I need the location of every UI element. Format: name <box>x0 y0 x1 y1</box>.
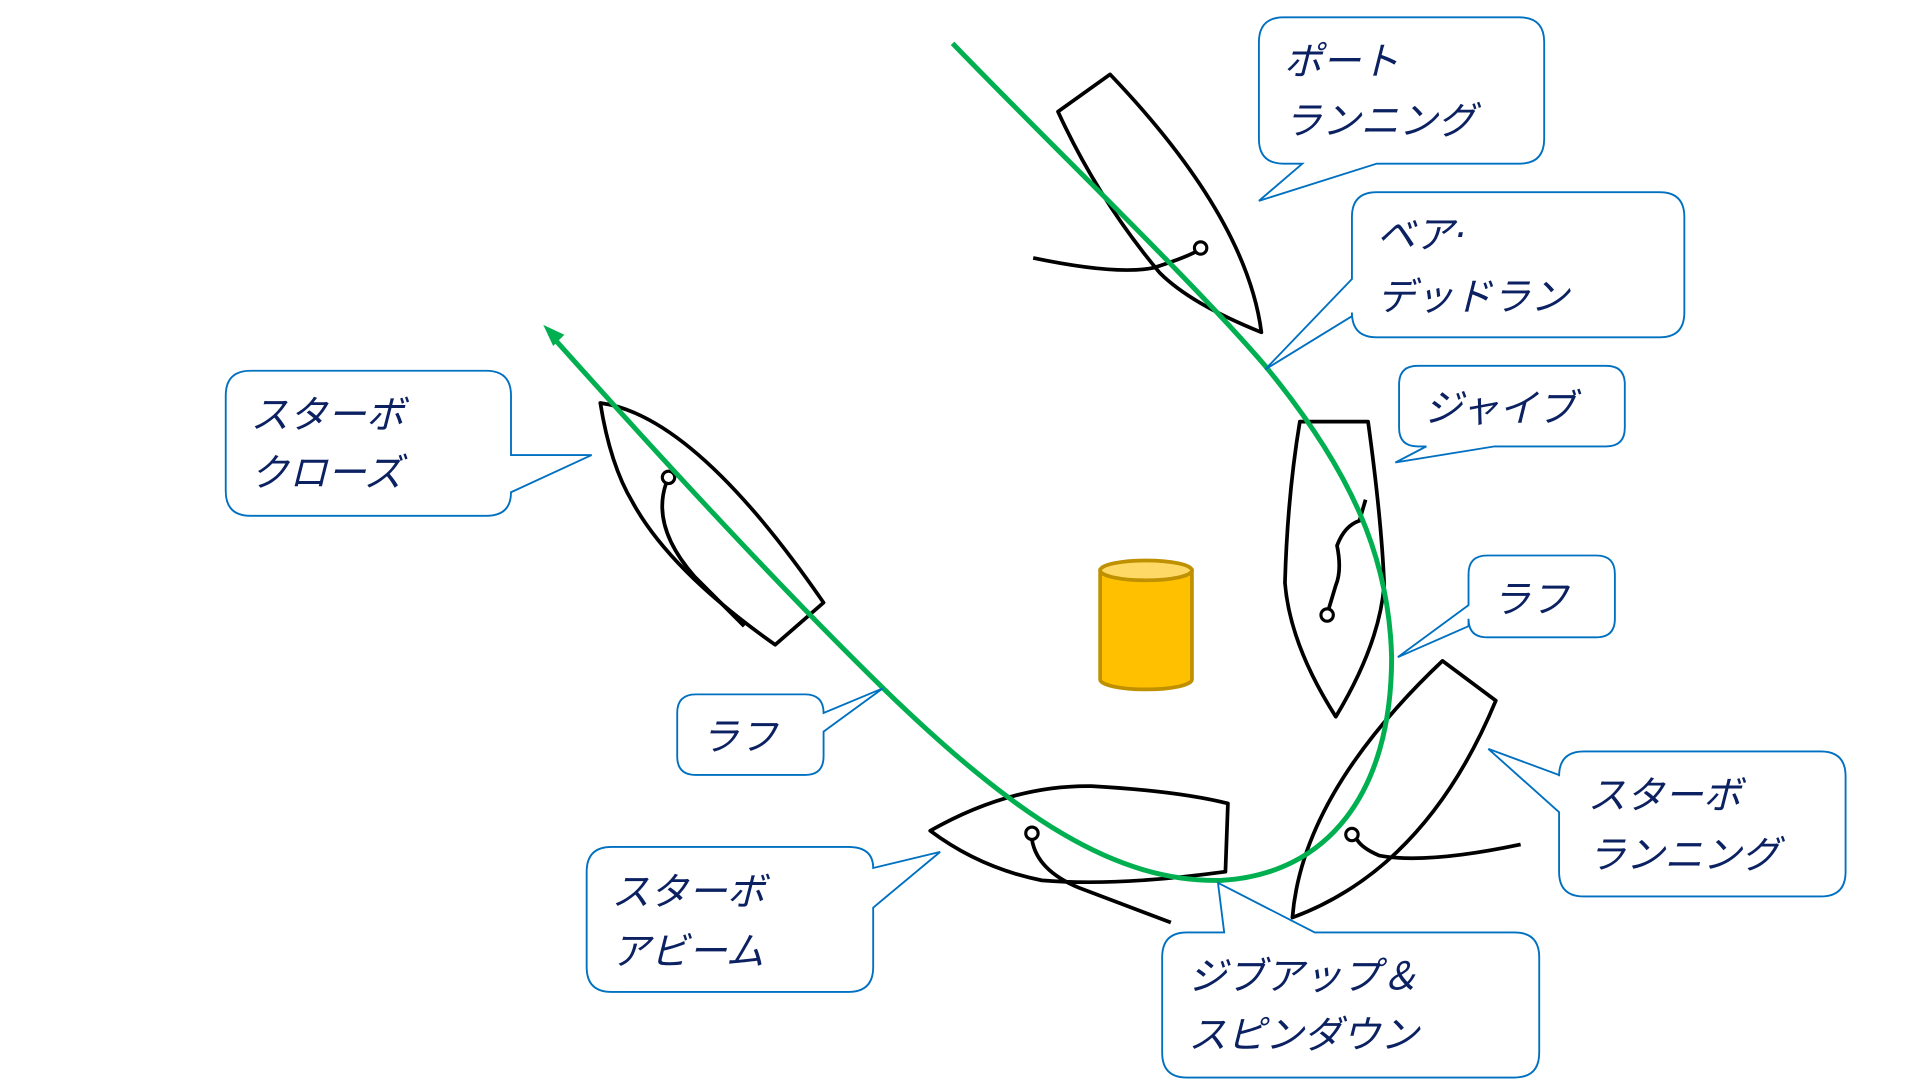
callout-text: ラフ <box>1492 578 1570 623</box>
callout-starboard-running: スターボ ランニング <box>1487 748 1847 898</box>
boat-starboard-running <box>1290 659 1522 920</box>
callout-text: デッドラン <box>1377 275 1572 320</box>
mark-buoy-icon <box>1098 558 1194 692</box>
callout-text: ポート <box>1284 39 1399 84</box>
callout-text: ジブアップ＆ <box>1188 954 1419 999</box>
callout-text: ランニング <box>1588 833 1786 878</box>
callout-text: アビーム <box>611 930 764 975</box>
callout-jibe: ジャイブ <box>1394 364 1626 464</box>
callout-text: ランニング <box>1284 99 1482 144</box>
boat-starboard-close <box>598 401 826 647</box>
callout-bear-dead-run: ベア· デッドラン <box>1264 191 1686 371</box>
callout-text: スターボ <box>251 393 410 438</box>
callout-text: ジャイブ <box>1424 387 1582 432</box>
callout-text: ラフ <box>701 715 779 760</box>
callout-text: クローズ <box>251 451 408 496</box>
callout-starboard-close: スターボ クローズ <box>224 369 593 517</box>
boat-port-running <box>1032 72 1264 335</box>
track-arrowhead-icon <box>543 324 565 346</box>
callout-text: スターボ <box>611 870 770 915</box>
callout-jib-up-spin-down: ジブアップ＆ スピンダウン <box>1161 881 1541 1079</box>
boat-jibe <box>1283 419 1387 719</box>
boat-starboard-abeam <box>928 784 1230 925</box>
callout-text: スターボ <box>1588 773 1747 818</box>
callout-luff-left: ラフ <box>676 687 884 776</box>
callout-luff-right: ラフ <box>1397 554 1616 659</box>
callout-text: ベア· <box>1377 213 1466 258</box>
callout-text: スピンダウン <box>1188 1013 1421 1058</box>
callout-port-running: ポート ランニング <box>1257 16 1546 202</box>
course-track <box>543 41 1395 883</box>
callout-starboard-abeam: スターボ アビーム <box>585 845 941 993</box>
